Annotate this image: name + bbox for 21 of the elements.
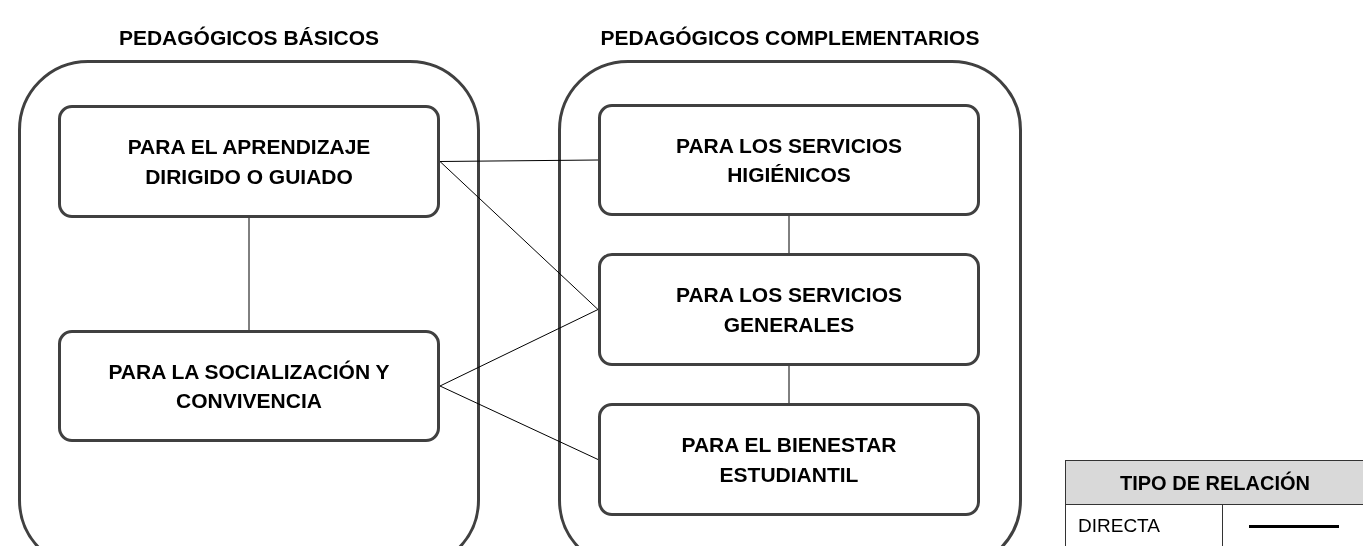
category-box xyxy=(598,104,980,216)
connector-line xyxy=(439,385,599,460)
group-heading: PEDAGÓGICOS COMPLEMENTARIOS xyxy=(599,25,981,51)
connector-line xyxy=(788,215,790,254)
connector-line xyxy=(788,365,790,404)
box-label: PARA LA SOCIALIZACIÓN Y CONVIVENCIA xyxy=(107,358,391,414)
box-label: PARA LOS SERVICIOS HIGIÉNICOS xyxy=(675,132,903,188)
legend-text: DIRECTA xyxy=(1066,505,1223,546)
category-box xyxy=(58,330,440,442)
box-label: PARA LOS SERVICIOS GENERALES xyxy=(675,282,903,338)
box-label: PARA EL BIENESTAR ESTUDIANTIL xyxy=(680,432,898,488)
category-box xyxy=(598,253,980,366)
category-box xyxy=(58,105,440,218)
box-label: PARA EL APRENDIZAJE DIRIGIDO O GUIADO xyxy=(126,134,372,190)
connector-line xyxy=(439,161,599,310)
group-heading: PEDAGÓGICOS BÁSICOS xyxy=(117,25,381,51)
category-box xyxy=(598,403,980,516)
connector-line xyxy=(439,309,599,387)
connector-line xyxy=(248,217,250,331)
connector-line xyxy=(439,159,599,162)
legend-header: TIPO DE RELACIÓN xyxy=(1066,461,1363,505)
